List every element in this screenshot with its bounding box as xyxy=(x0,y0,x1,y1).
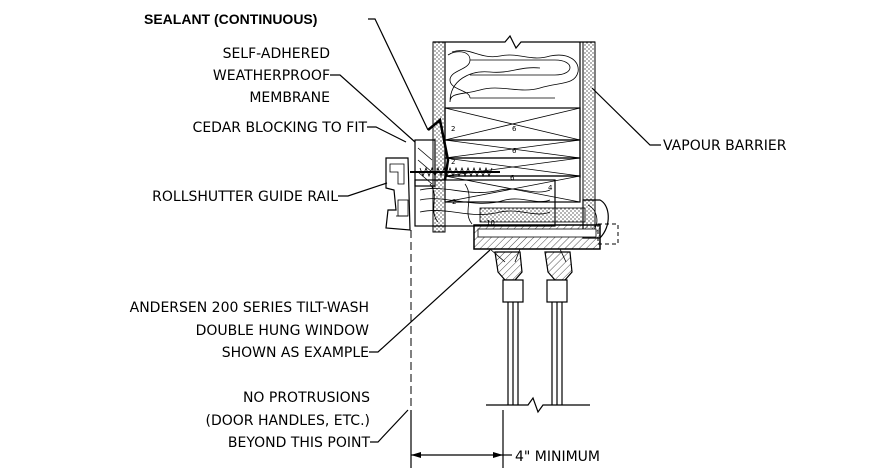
break-line-top xyxy=(433,34,595,50)
label-window-line2: DOUBLE HUNG WINDOW xyxy=(196,323,370,339)
window-unit xyxy=(473,224,601,414)
interior-drywall xyxy=(582,41,596,233)
lumber-mark-e: 2 xyxy=(452,198,456,206)
label-dimension: 4" MINIMUM xyxy=(515,449,600,465)
label-membrane-line2: WEATHERPROOF xyxy=(213,68,330,84)
foam-band xyxy=(479,207,586,223)
label-window-line3: SHOWN AS EXAMPLE xyxy=(222,345,369,361)
label-protrusion-line3: BEYOND THIS POINT xyxy=(228,435,371,451)
lumber-mark-g: 4 xyxy=(548,184,553,192)
lumber-mark-i: 10 xyxy=(486,219,495,227)
label-protrusion-line1: NO PROTRUSIONS xyxy=(243,390,370,406)
lumber-mark-d: 6 xyxy=(512,147,517,155)
guide-rail xyxy=(385,157,411,231)
label-guide-rail: ROLLSHUTTER GUIDE RAIL xyxy=(152,189,338,205)
batt-insulation xyxy=(449,50,579,103)
label-vapour-barrier: VAPOUR BARRIER xyxy=(663,138,787,154)
label-membrane-line1: SELF-ADHERED xyxy=(223,46,330,62)
wall-assembly: 2 6 2 6 2 6 4 10 xyxy=(414,34,619,245)
fastener-screw xyxy=(410,166,500,178)
insulation-guide xyxy=(447,51,571,99)
dimension-4in xyxy=(410,410,512,468)
lumber-mark-a: 2 xyxy=(451,125,455,133)
lumber-mark-c: 2 xyxy=(451,158,455,166)
label-window-line1: ANDERSEN 200 SERIES TILT-WASH xyxy=(130,300,369,316)
label-protrusion-line2: (DOOR HANDLES, ETC.) xyxy=(205,413,370,429)
label-cedar-blocking: CEDAR BLOCKING TO FIT xyxy=(193,120,368,136)
leaders xyxy=(330,18,661,443)
label-membrane-line3: MEMBRANE xyxy=(249,90,330,106)
membrane-line xyxy=(427,117,450,181)
break-line-bottom xyxy=(486,396,590,414)
cedar-blocking xyxy=(414,139,436,187)
stool-dashed xyxy=(597,223,619,245)
label-sealant: SEALANT (CONTINUOUS) xyxy=(144,11,317,27)
lumber-mark-b: 6 xyxy=(512,125,517,133)
top-plates xyxy=(444,107,581,203)
lumber-mark-f: 6 xyxy=(510,174,515,182)
